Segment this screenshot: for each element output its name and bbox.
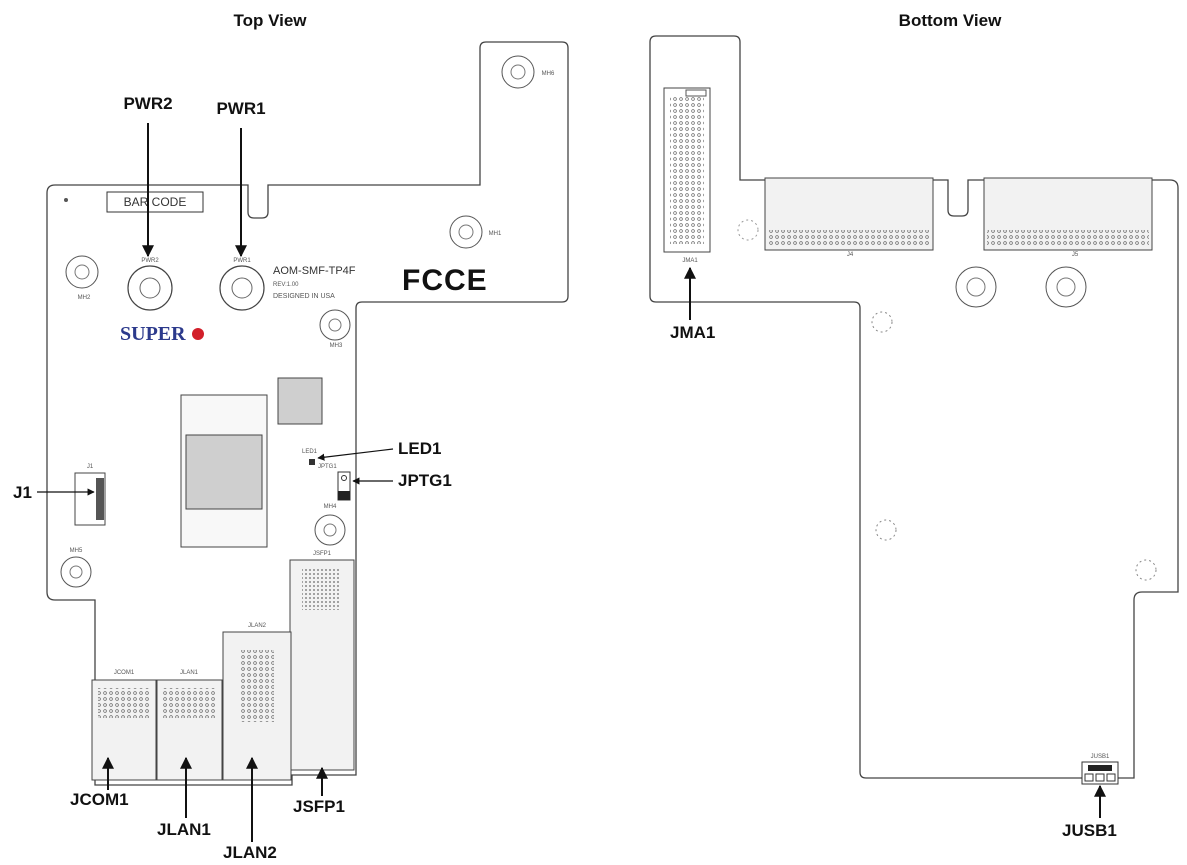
jma1-connector: JMA1	[663, 87, 711, 264]
callout-jcom1: JCOM1	[70, 790, 129, 809]
callout-pwr1: PWR1	[216, 99, 265, 118]
bottom-view-title: Bottom View	[899, 11, 1002, 30]
mounting-hole-mh3: MH3	[319, 309, 351, 349]
svg-text:JPTG1: JPTG1	[318, 464, 337, 470]
small-ic-chip	[277, 377, 323, 425]
mounting-hole-mh5: MH5	[60, 548, 92, 588]
revision-text: REV:1.00	[273, 282, 299, 288]
bottom-mounting-hole-left	[955, 266, 997, 308]
svg-text:MH1: MH1	[489, 231, 502, 237]
via-ring-icon	[871, 311, 893, 333]
barcode-box	[106, 191, 204, 213]
designed-text: DESIGNED IN USA	[273, 293, 335, 300]
jlan2-connector: JLAN2	[222, 623, 292, 781]
svg-text:JSFP1: JSFP1	[313, 551, 332, 557]
callout-jsfp1: JSFP1	[293, 797, 345, 816]
svg-text:MH2: MH2	[78, 295, 91, 301]
svg-text:MH5: MH5	[70, 548, 83, 554]
jcom1-connector: JCOM1	[91, 670, 157, 781]
via-ring-icon	[1135, 559, 1157, 581]
mounting-hole-mh6: MH6	[501, 55, 555, 89]
svg-text:PWR2: PWR2	[141, 258, 159, 264]
model-name: AOM-SMF-TP4F	[273, 265, 356, 277]
callout-jlan2: JLAN2	[223, 843, 277, 862]
svg-text:JMA1: JMA1	[682, 258, 698, 264]
pwr2-connector: PWR2	[127, 258, 173, 311]
j1-connector: J1	[74, 464, 106, 526]
j4-connector: J4	[764, 177, 934, 258]
leader-led1	[317, 448, 394, 461]
svg-text:LED1: LED1	[302, 449, 318, 455]
pwr1-connector: PWR1	[219, 258, 265, 311]
barcode-label: BAR CODE	[124, 195, 187, 209]
via-ring-icon	[875, 519, 897, 541]
fcc-ce-logo: FCCE	[402, 264, 488, 297]
bottom-mounting-hole-right	[1045, 266, 1087, 308]
callout-jptg1: JPTG1	[398, 471, 452, 490]
callout-jlan1: JLAN1	[157, 820, 211, 839]
svg-text:MH4: MH4	[324, 504, 337, 510]
svg-text:J5: J5	[1072, 252, 1079, 258]
svg-text:JLAN1: JLAN1	[180, 670, 199, 676]
fiducial-icon	[64, 198, 68, 202]
j5-connector: J5	[983, 177, 1153, 258]
svg-text:MH6: MH6	[542, 71, 555, 77]
jptg1-jumper: JPTG1	[318, 464, 351, 501]
svg-text:J4: J4	[847, 252, 854, 258]
mounting-hole-mh2: MH2	[65, 255, 99, 301]
large-chip-core	[185, 434, 263, 510]
svg-text:PWR1: PWR1	[233, 258, 251, 264]
mounting-hole-mh4: MH4	[314, 504, 346, 546]
svg-text:JUSB1: JUSB1	[1091, 754, 1110, 760]
svg-text:JLAN2: JLAN2	[248, 623, 267, 629]
jlan1-connector: JLAN1	[156, 670, 223, 781]
svg-text:MH3: MH3	[330, 343, 343, 349]
svg-text:J1: J1	[87, 464, 94, 470]
top-view-title: Top View	[233, 11, 307, 30]
svg-text:JCOM1: JCOM1	[114, 670, 135, 676]
mounting-hole-mh1: MH1	[449, 215, 502, 249]
callout-jma1: JMA1	[670, 323, 715, 342]
callout-led1: LED1	[398, 439, 441, 458]
via-ring-icon	[737, 219, 759, 241]
brand-logo-dot-icon	[192, 328, 204, 340]
jsfp1-cage: JSFP1	[289, 551, 355, 771]
callout-pwr2: PWR2	[123, 94, 172, 113]
callout-j1: J1	[13, 483, 32, 502]
jusb1-connector: JUSB1	[1081, 754, 1119, 785]
callout-jusb1: JUSB1	[1062, 821, 1117, 840]
led1-component: LED1	[302, 449, 318, 465]
brand-logo: SUPER	[120, 323, 186, 345]
bottom-view-board-outline	[649, 35, 1179, 779]
